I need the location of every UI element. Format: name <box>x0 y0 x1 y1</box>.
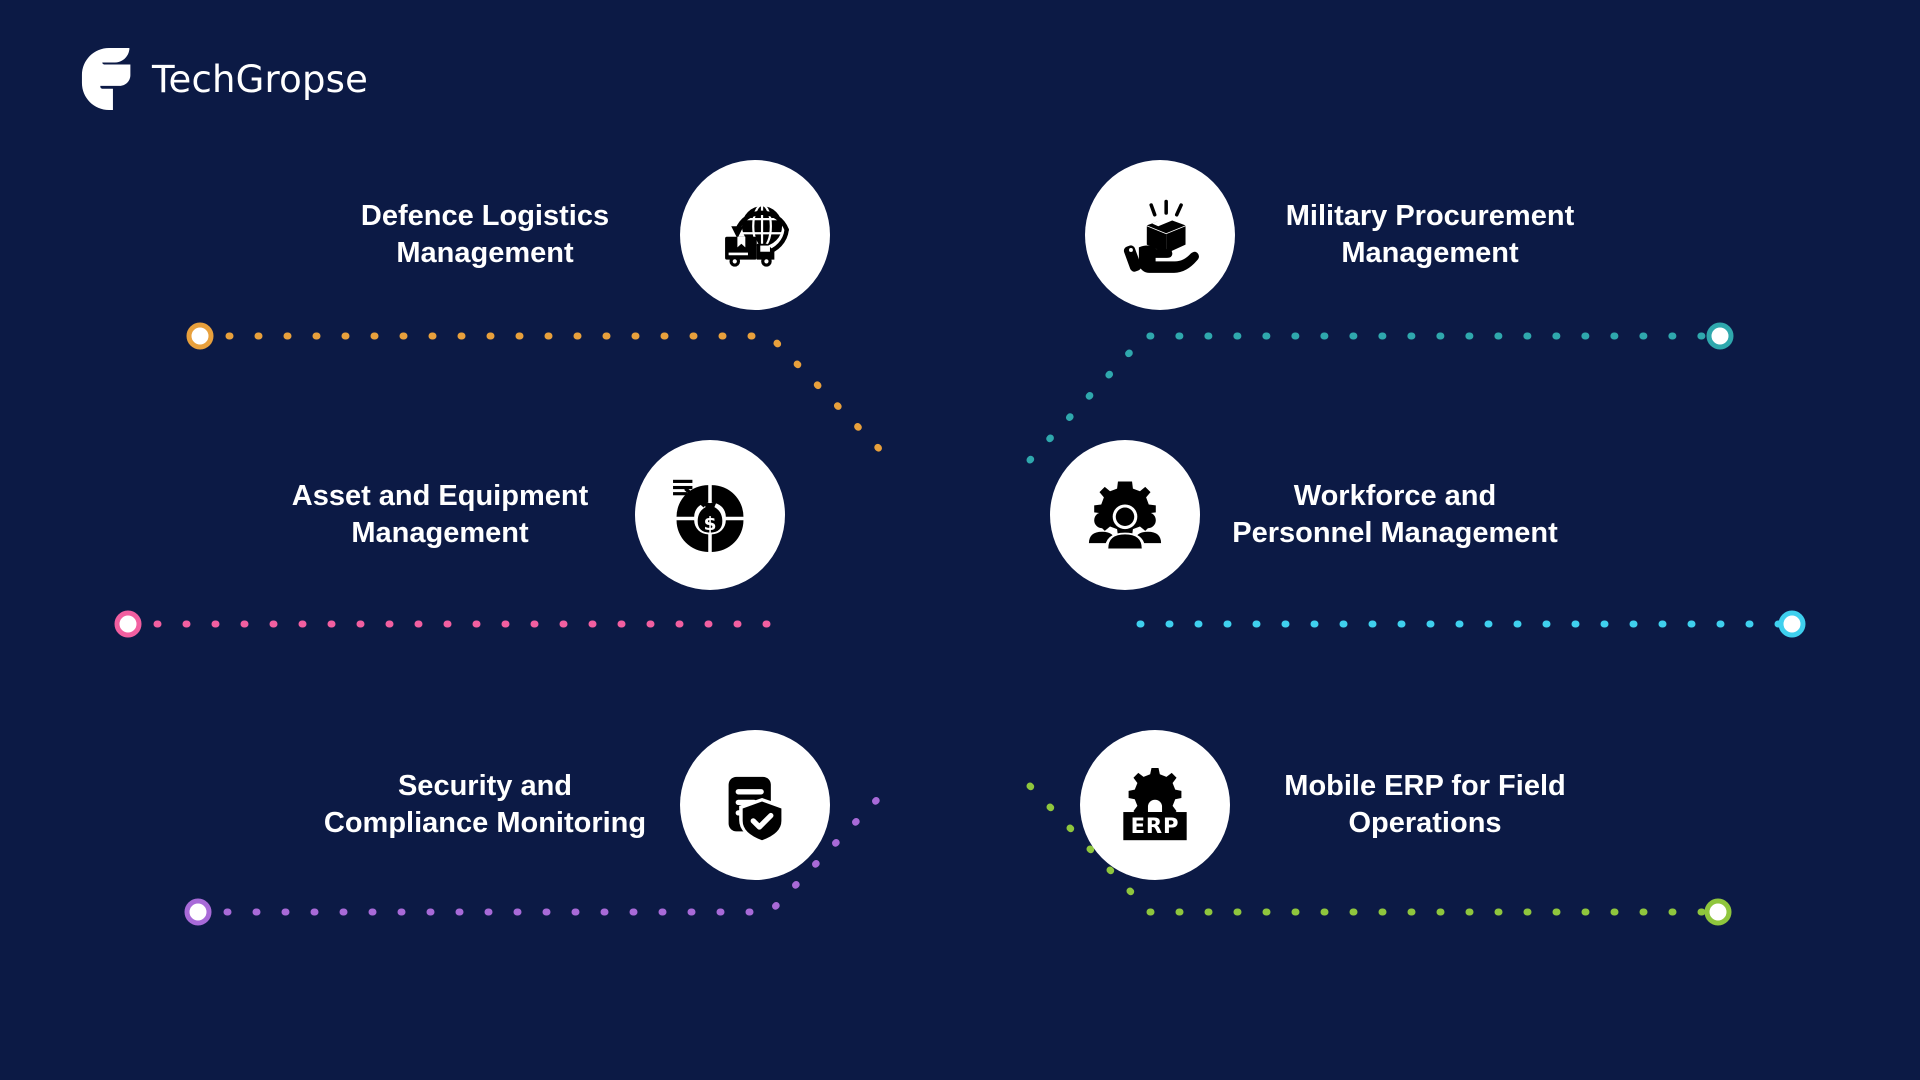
svg-text:ERP: ERP <box>1131 813 1180 838</box>
gear-erp-box-icon: ERP <box>1111 761 1199 849</box>
feature-military-procurement-management[interactable]: Military Procurement Management <box>960 160 1920 310</box>
feature-label: Mobile ERP for Field Operations <box>1284 769 1566 839</box>
feature-icon-badge: $ <box>635 440 785 590</box>
feature-label: Workforce and Personnel Management <box>1232 479 1558 549</box>
feature-label: Military Procurement Management <box>1285 199 1575 269</box>
brand-name: TechGropse <box>152 57 369 101</box>
document-shield-check-icon <box>711 761 799 849</box>
globe-truck-icon <box>711 191 799 279</box>
feature-label: Asset and Equipment Management <box>291 479 589 549</box>
feature-label: Security and Compliance Monitoring <box>323 769 647 839</box>
feature-row-3: Security and Compliance Monitoring <box>0 730 1920 880</box>
feature-icon-badge <box>680 730 830 880</box>
feature-workforce-and-personnel-management[interactable]: Workforce and Personnel Management <box>960 440 1920 590</box>
feature-security-and-compliance-monitoring[interactable]: Security and Compliance Monitoring <box>0 730 960 880</box>
feature-icon-badge <box>680 160 830 310</box>
brand-logo: TechGropse <box>80 47 369 110</box>
hand-package-icon <box>1116 191 1204 279</box>
people-gear-icon <box>1081 471 1169 559</box>
feature-mobile-erp-for-field-operations[interactable]: ERP Mobile ERP for Field Operations <box>960 730 1920 880</box>
feature-icon-badge <box>1085 160 1235 310</box>
connector-asset-equipment <box>114 610 786 638</box>
feature-defence-logistics-management[interactable]: Defence Logistics Management <box>0 160 960 310</box>
feature-asset-and-equipment-management[interactable]: Asset and Equipment Management <box>0 440 960 590</box>
feature-row-2: Asset and Equipment Management <box>0 440 1920 590</box>
feature-icon-badge: ERP <box>1080 730 1230 880</box>
donut-chart-money-bag-icon: $ <box>666 471 754 559</box>
svg-text:$: $ <box>704 514 717 535</box>
feature-row-1: Defence Logistics Management <box>0 160 1920 310</box>
feature-icon-badge <box>1050 440 1200 590</box>
g-logo-icon <box>80 47 142 110</box>
connector-workforce-personnel <box>1136 610 1806 638</box>
feature-label: Defence Logistics Management <box>360 199 610 269</box>
